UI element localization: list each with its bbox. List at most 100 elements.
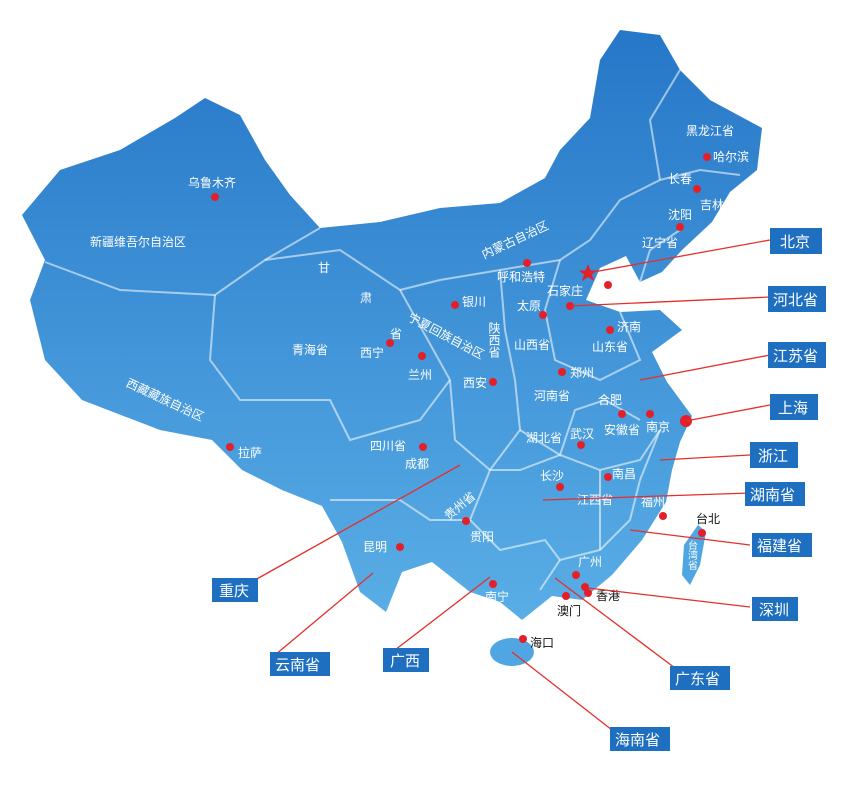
region-label: 山东省	[592, 340, 628, 354]
region-label: 台湾省	[686, 539, 698, 571]
city-dot	[659, 512, 667, 520]
city-dot	[489, 378, 497, 386]
city-label: 南昌	[612, 466, 636, 481]
callout-label: 福建省	[757, 537, 802, 555]
callout-label: 广东省	[675, 670, 720, 688]
callout-chongqing[interactable]: 重庆	[212, 578, 258, 602]
city-label: 西宁	[360, 345, 384, 360]
city-label: 武汉	[570, 427, 594, 441]
callout-label: 北京	[780, 233, 810, 251]
province-borders	[44, 69, 741, 591]
callout-fujian[interactable]: 福建省	[752, 533, 812, 557]
region-label: 新疆维吾尔自治区	[90, 234, 186, 249]
callout-label: 江苏省	[773, 347, 818, 365]
city-label: 贵阳	[470, 530, 494, 544]
city-label: 澳门	[557, 603, 581, 618]
city-dot	[419, 443, 427, 451]
callout-label: 重庆	[219, 582, 249, 600]
city-label: 济南	[617, 319, 641, 334]
leader-lines	[254, 239, 771, 731]
city-label: 石家庄	[547, 283, 583, 298]
city-dot	[462, 517, 470, 525]
city-dot	[489, 580, 497, 588]
city-label: 长春	[668, 172, 692, 186]
city-dot	[584, 589, 592, 597]
city-dot	[451, 301, 459, 309]
region-label: 省	[390, 327, 402, 341]
city-label: 太原	[517, 298, 541, 313]
city-label: 南宁	[485, 589, 509, 604]
callout-jiangsu[interactable]: 江苏省	[768, 342, 826, 368]
callout-label: 深圳	[759, 601, 789, 619]
city-dot	[703, 153, 711, 161]
callout-label: 湖南省	[750, 486, 795, 504]
city-label: 呼和浩特	[497, 269, 545, 284]
callout-yunnan[interactable]: 云南省	[270, 652, 330, 676]
region-label: 安徽省	[604, 422, 640, 437]
callout-shanghai[interactable]: 上海	[770, 394, 818, 420]
city-dot	[604, 473, 612, 481]
city-dot	[539, 311, 547, 319]
city-dot	[396, 543, 404, 551]
city-dot	[556, 483, 564, 491]
region-label: 湖北省	[526, 430, 562, 445]
callout-label: 云南省	[275, 656, 320, 674]
city-label: 福州	[641, 494, 665, 509]
region-label: 陕西省	[487, 321, 501, 358]
city-label: 广州	[578, 555, 602, 569]
city-label: 合肥	[598, 392, 622, 407]
taiwan-shape	[682, 525, 706, 585]
city-dot	[418, 352, 426, 360]
region-label: 山西省	[514, 338, 550, 352]
city-dot	[386, 339, 394, 347]
region-label: 黑龙江省	[686, 124, 734, 138]
city-dot	[558, 368, 566, 376]
region-label: 肃	[360, 291, 372, 305]
city-label: 天津	[605, 266, 629, 280]
city-label: 南京	[646, 419, 670, 434]
callout-label: 海南省	[615, 731, 660, 749]
city-label: 乌鲁木齐	[188, 175, 236, 190]
callout-shenzhen[interactable]: 深圳	[752, 597, 798, 621]
city-dot	[693, 185, 701, 193]
city-label: 台北	[696, 511, 720, 526]
city-dot	[523, 259, 531, 267]
region-label: 江西省	[577, 493, 613, 507]
city-label: 拉萨	[238, 445, 262, 460]
city-dot	[572, 571, 580, 579]
callout-label: 河北省	[773, 291, 818, 309]
city-label: 兰州	[408, 368, 432, 382]
city-label: 成都	[405, 457, 429, 471]
city-dot	[211, 193, 219, 201]
city-dot	[226, 443, 234, 451]
callout-beijing[interactable]: 北京	[770, 228, 822, 254]
callout-label: 广西	[390, 652, 420, 670]
city-dot	[562, 592, 570, 600]
callout-guangxi[interactable]: 广西	[383, 648, 429, 672]
city-label: 海口	[530, 635, 554, 650]
city-dot	[606, 326, 614, 334]
city-dot	[676, 223, 684, 231]
city-label: 昆明	[363, 540, 387, 554]
callout-guangdong[interactable]: 广东省	[670, 666, 730, 690]
city-dot	[604, 281, 612, 289]
callout-zhejiang[interactable]: 浙江	[750, 442, 798, 468]
callout-hunan[interactable]: 湖南省	[745, 482, 805, 506]
callout-hebei[interactable]: 河北省	[768, 286, 826, 312]
city-label: 哈尔滨	[713, 149, 749, 164]
city-dot	[519, 635, 527, 643]
callout-label: 上海	[778, 399, 808, 417]
callout-label: 浙江	[758, 447, 788, 465]
city-dot	[618, 410, 626, 418]
city-dot	[646, 410, 654, 418]
city-label: 银川	[462, 295, 486, 309]
city-label: 郑州	[570, 365, 594, 380]
shenzhen-dot	[581, 583, 589, 591]
callout-hainan[interactable]: 海南省	[610, 727, 670, 751]
mainland-shape	[22, 30, 762, 620]
city-dot	[698, 529, 706, 537]
city-label: 沈阳	[668, 207, 692, 222]
region-label: 甘	[318, 261, 330, 275]
region-label: 青海省	[292, 342, 328, 357]
